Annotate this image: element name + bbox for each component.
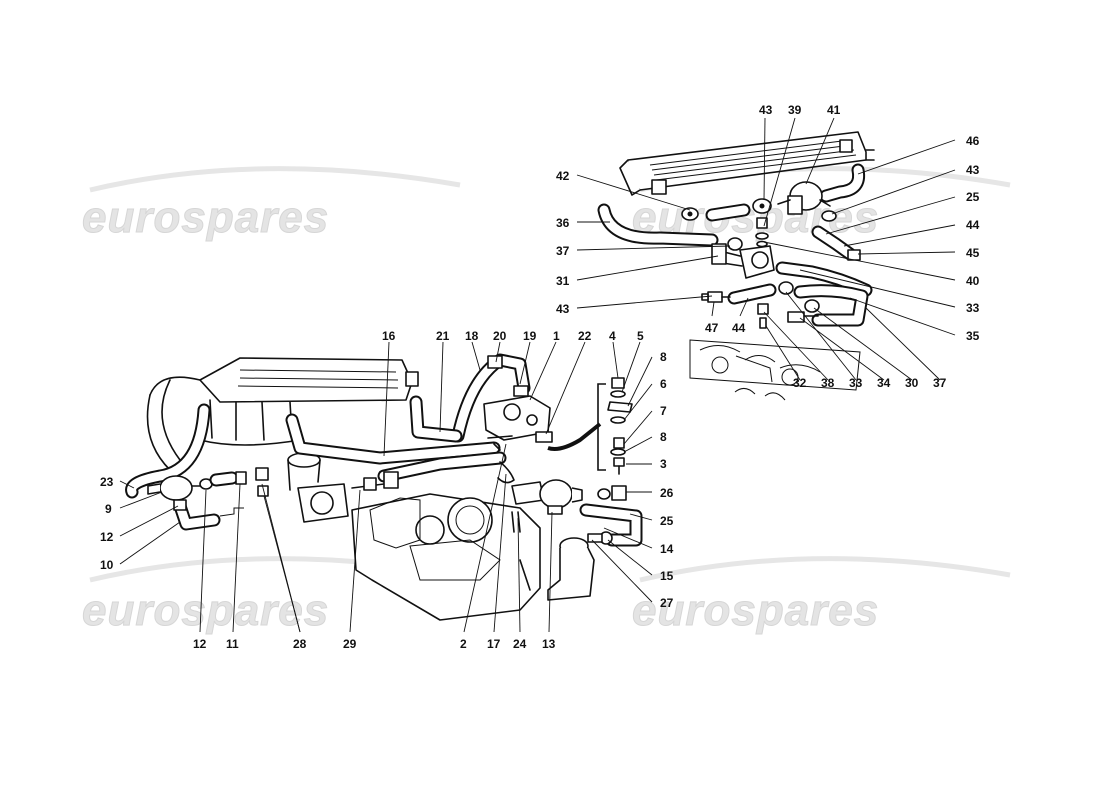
fitting-26 [597, 485, 627, 501]
callout-27: 27 [660, 596, 674, 610]
throttle-flange [287, 452, 349, 523]
callout-30: 30 [905, 376, 919, 390]
callout-10: 10 [100, 558, 114, 572]
callout-6: 6 [660, 377, 667, 391]
callout-46: 46 [966, 134, 980, 148]
callout-13: 13 [542, 637, 556, 651]
callout-1: 1 [553, 329, 560, 343]
callout-37: 37 [933, 376, 947, 390]
upper-assembly [597, 131, 875, 401]
callout-35: 35 [966, 329, 980, 343]
callout-45: 45 [966, 246, 980, 260]
callout-43: 43 [556, 302, 570, 316]
watermark-bottom-left: eurospares [82, 586, 329, 635]
callout-5: 5 [637, 329, 644, 343]
clamp-43-top [752, 198, 772, 214]
throttle-housing [351, 493, 541, 621]
callout-4: 4 [609, 329, 616, 343]
callout-28: 28 [293, 637, 307, 651]
watermark-top-left: eurospares [82, 193, 329, 242]
callout-11: 11 [226, 637, 239, 651]
callout-20: 20 [493, 329, 507, 343]
callout-29: 29 [343, 637, 357, 651]
callout-43: 43 [759, 103, 773, 117]
callout-24: 24 [513, 637, 527, 651]
clamp-43-right [821, 210, 837, 222]
callout-2: 2 [460, 637, 467, 651]
fitting-47 [701, 291, 731, 303]
watermark-bottom-right: eurospares [632, 586, 879, 635]
intake-plenum [146, 357, 419, 471]
callout-9: 9 [105, 502, 112, 516]
callout-33: 33 [966, 301, 980, 315]
callout-38: 38 [821, 376, 835, 390]
callout-34: 34 [877, 376, 891, 390]
pressure-regulator-41 [777, 181, 831, 215]
callout-7: 7 [660, 404, 667, 418]
callout-31: 31 [556, 274, 570, 288]
air-valve-1 [483, 395, 551, 451]
callout-40: 40 [966, 274, 980, 288]
clamp-42 [681, 207, 699, 221]
callout-8: 8 [660, 350, 667, 364]
callout-47: 47 [705, 321, 719, 335]
callout-26: 26 [660, 486, 674, 500]
leader-lines [119, 117, 956, 633]
watermark-top-right: eurospares [632, 193, 879, 242]
callout-15: 15 [660, 569, 674, 583]
callout-12: 12 [100, 530, 114, 544]
fitting-34 [787, 311, 819, 323]
callout-12: 12 [193, 637, 207, 651]
callout-37: 37 [556, 244, 570, 258]
callout-42: 42 [556, 169, 570, 183]
engine-block-outline-right [689, 339, 861, 401]
callout-25: 25 [660, 514, 674, 528]
fittings-11-12 [199, 467, 269, 497]
callout-41: 41 [827, 103, 841, 117]
callout-21: 21 [436, 329, 450, 343]
connector-22 [535, 431, 553, 443]
callout-32: 32 [793, 376, 807, 390]
fitting-45 [847, 249, 861, 261]
clamp-37-top [727, 237, 743, 251]
fitting-10 [173, 499, 244, 531]
callout-43: 43 [966, 163, 980, 177]
callout-25: 25 [966, 190, 980, 204]
callout-23: 23 [100, 475, 114, 489]
callout-44: 44 [732, 321, 746, 335]
lower-assembly [125, 353, 643, 621]
callout-16: 16 [382, 329, 396, 343]
idle-valve-13 [511, 479, 583, 515]
clamp-20 [487, 355, 529, 397]
callout-36: 36 [556, 216, 570, 230]
callout-labels: 43 39 41 46 42 43 25 36 44 37 45 31 40 3… [100, 103, 980, 651]
callout-17: 17 [487, 637, 501, 651]
callout-14: 14 [660, 542, 674, 556]
fitting-29 [351, 471, 399, 491]
callout-33: 33 [849, 376, 863, 390]
clamp-15 [587, 531, 613, 545]
callout-44: 44 [966, 218, 980, 232]
callout-8: 8 [660, 430, 667, 444]
callout-39: 39 [788, 103, 802, 117]
callout-18: 18 [465, 329, 479, 343]
pipe-elbow-27 [547, 537, 595, 601]
callout-22: 22 [578, 329, 592, 343]
intercooler [619, 131, 875, 196]
watermark-group: eurospares eurospares eurospares eurospa… [82, 166, 1011, 636]
fastener-stack [607, 377, 633, 475]
callout-3: 3 [660, 457, 667, 471]
banjo-bolt-32 [757, 303, 769, 329]
callout-19: 19 [523, 329, 537, 343]
valve-block-31 [711, 243, 775, 279]
